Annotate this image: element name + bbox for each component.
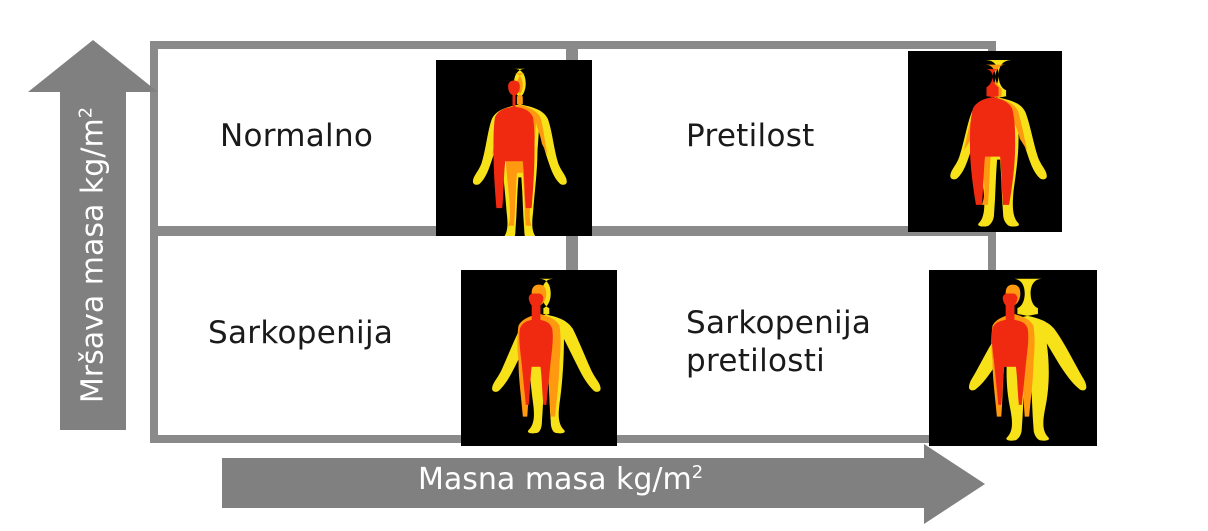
label-normal: Normalno	[220, 117, 373, 155]
body-composition-icon-sarcopenia	[461, 270, 617, 446]
body-composition-icon	[908, 51, 1062, 232]
body-composition-icon	[436, 60, 592, 236]
body-composition-icon-normal	[436, 60, 592, 236]
body-composition-icon-obesity	[908, 51, 1062, 232]
body-composition-icon	[461, 270, 617, 446]
body-composition-icon-sarcopenic-obesity	[929, 270, 1097, 446]
y-axis-label: Mršava masa kg/m2	[76, 107, 111, 403]
label-obesity: Pretilost	[686, 117, 815, 155]
label-sarcopenia: Sarkopenija	[208, 314, 393, 352]
label-sarcopenic-obesity: Sarkopenija pretilosti	[686, 304, 871, 380]
body-composition-icon	[929, 270, 1097, 446]
x-axis-label: Masna masa kg/m2	[418, 462, 703, 497]
